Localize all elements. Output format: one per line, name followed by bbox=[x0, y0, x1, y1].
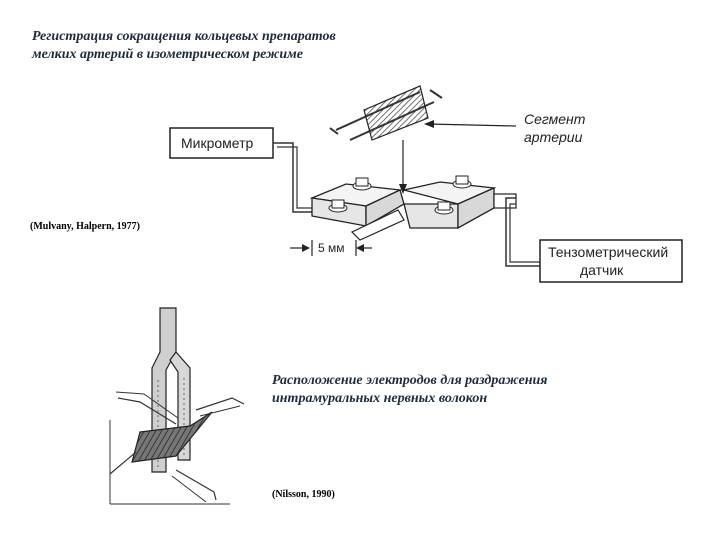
segment-label-line2: артерии bbox=[524, 129, 583, 145]
sensor-label-line2: датчик bbox=[580, 262, 624, 278]
top-caption-line2: мелких артерий в изометрическом режиме bbox=[32, 47, 303, 62]
bottom-caption-line2: интрамуральных нервных волокон bbox=[272, 391, 488, 406]
bottom-caption: Расположение электродов для раздражения … bbox=[272, 372, 652, 408]
top-reference: (Mulvany, Halpern, 1977) bbox=[30, 221, 141, 232]
electrode-diagram bbox=[109, 307, 245, 505]
micrometer-label: Микрометр bbox=[181, 135, 254, 151]
bottom-reference: (Nilsson, 1990) bbox=[272, 489, 335, 500]
sensor-cable bbox=[505, 197, 540, 267]
segment-label-line1: Сегмент bbox=[524, 111, 586, 127]
right-jaw bbox=[403, 175, 517, 230]
sensor-label-line1: Тензометрический bbox=[548, 244, 668, 260]
top-caption-line1: Регистрация сокращения кольцевых препара… bbox=[32, 29, 336, 44]
bottom-caption-line1: Расположение электродов для раздражения bbox=[272, 373, 548, 388]
segment-pointer bbox=[427, 123, 517, 127]
left-jaw bbox=[309, 177, 405, 241]
distance-dimension: 5 мм bbox=[290, 240, 372, 256]
distance-label: 5 мм bbox=[318, 241, 345, 255]
top-caption: Регистрация сокращения кольцевых препара… bbox=[32, 28, 432, 64]
artery-segment bbox=[329, 85, 443, 141]
micrometer-box bbox=[169, 127, 274, 159]
sensor-box bbox=[539, 239, 683, 283]
